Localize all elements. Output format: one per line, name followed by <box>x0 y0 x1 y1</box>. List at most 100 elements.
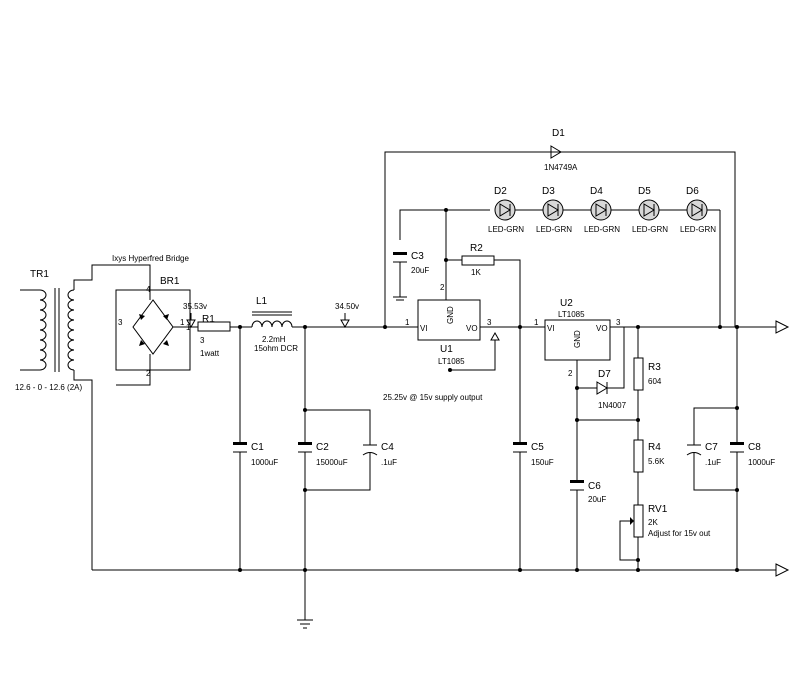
capacitor-c1: C1 1000uF <box>233 327 278 570</box>
u1-vo: VO <box>466 324 478 333</box>
tr1-secondary-coil <box>67 289 75 371</box>
probe-25v: 25.25v @ 15v supply output <box>383 331 500 402</box>
regulator-u1: VI VO GND 1 2 3 U1 LT1085 <box>405 283 492 366</box>
u1-vi: VI <box>420 324 428 333</box>
br1-pin2: 2 <box>146 369 151 378</box>
r4-ref: R4 <box>648 442 661 453</box>
u1-pin2: 2 <box>440 283 445 292</box>
c3-value: 20uF <box>411 266 429 275</box>
d2-part: LED-GRN <box>488 225 524 234</box>
d6-ref: D6 <box>686 186 699 197</box>
c7-value: .1uF <box>705 458 721 467</box>
capacitor-c8: C8 1000uF <box>730 327 775 570</box>
led-chain: D2 LED-GRN D3 LED-GRN D4 LED-GRN D5 LED-… <box>399 186 721 327</box>
d4-ref: D4 <box>590 186 603 197</box>
capacitor-c2: C2 15000uF <box>298 327 348 620</box>
probe-35v-label: 35.53v <box>183 302 207 311</box>
d3-part: LED-GRN <box>536 225 572 234</box>
c5-ref: C5 <box>531 442 544 453</box>
probe-34v-label: 34.50v <box>335 302 359 311</box>
ground-symbol <box>297 619 313 629</box>
u1-gnd: GND <box>446 306 455 324</box>
u1-ref: U1 <box>440 344 453 355</box>
potentiometer-rv1: RV1 2K Adjust for 15v out <box>619 504 711 570</box>
l1-ref: L1 <box>256 296 268 307</box>
u2-vi: VI <box>547 324 555 333</box>
diode-d1: D1 1N4749A <box>384 128 736 327</box>
rv1-value: 2K <box>648 518 658 527</box>
c4-value: .1uF <box>381 458 397 467</box>
r3-value: 604 <box>648 377 662 386</box>
probe-25v-label: 25.25v @ 15v supply output <box>383 393 483 402</box>
led-d5: D5 LED-GRN <box>632 186 668 234</box>
c1-value: 1000uF <box>251 458 278 467</box>
d1-ref: D1 <box>552 128 565 139</box>
u2-vo: VO <box>596 324 608 333</box>
rv1-ref: RV1 <box>648 504 668 515</box>
u1-pin3: 3 <box>487 318 492 327</box>
d5-part: LED-GRN <box>632 225 668 234</box>
capacitor-c7: C7 .1uF <box>686 407 737 491</box>
u2-pin2: 2 <box>568 369 573 378</box>
c5-value: 150uF <box>531 458 554 467</box>
d6-part: LED-GRN <box>680 225 716 234</box>
led-d6: D6 LED-GRN <box>680 186 716 234</box>
d2-ref: D2 <box>494 186 507 197</box>
c6-value: 20uF <box>588 495 606 504</box>
u1-pin1: 1 <box>405 318 410 327</box>
br1-desc: Ixys Hyperfred Bridge <box>112 254 189 263</box>
probe-35v: 35.53v <box>183 302 207 329</box>
transformer-tr1: TR1 12.6 - 0 - 12.6 (2A) <box>15 264 151 570</box>
led-d4: D4 LED-GRN <box>584 186 620 234</box>
c4-ref: C4 <box>381 442 394 453</box>
l1-value: 2.2mH <box>262 335 286 344</box>
c7-ref: C7 <box>705 442 718 453</box>
c2-value: 15000uF <box>316 458 348 467</box>
u2-ref: U2 <box>560 298 573 309</box>
capacitor-c3: C3 20uF <box>393 251 429 301</box>
r1-value: 3 <box>200 336 205 345</box>
resistor-r1: 1 R1 3 1watt <box>186 314 231 358</box>
u2-pin1: 1 <box>534 318 539 327</box>
tr1-ref: TR1 <box>30 269 49 280</box>
r1-pin: 1 <box>186 323 191 332</box>
l1-dcr: 15ohm DCR <box>254 344 298 353</box>
br1-pin1: 1 <box>180 318 185 327</box>
c3-ref: C3 <box>411 251 424 262</box>
r3-ref: R3 <box>648 362 661 373</box>
d5-ref: D5 <box>638 186 651 197</box>
bridge-br1: Ixys Hyperfred Bridge BR1 4 3 1 2 <box>112 254 191 386</box>
r1-ref: R1 <box>202 314 215 325</box>
tr1-rating: 12.6 - 0 - 12.6 (2A) <box>15 383 82 392</box>
capacitor-c6: C6 20uF <box>570 480 606 570</box>
d7-ref: D7 <box>598 369 611 380</box>
u1-part: LT1085 <box>438 357 465 366</box>
capacitor-c5: C5 150uF <box>513 327 554 570</box>
br1-pin3: 3 <box>118 318 123 327</box>
rv1-note: Adjust for 15v out <box>648 529 711 538</box>
diode-d7: D7 1N4007 <box>577 327 627 410</box>
r2-ref: R2 <box>470 243 483 254</box>
br1-pin4: 4 <box>146 285 151 294</box>
d3-ref: D3 <box>542 186 555 197</box>
c2-ref: C2 <box>316 442 329 453</box>
resistor-r3: R3 604 <box>633 327 662 440</box>
c8-value: 1000uF <box>748 458 775 467</box>
r4-value: 5.6K <box>648 457 665 466</box>
u2-part: LT1085 <box>558 310 585 319</box>
inductor-l1: L1 2.2mH 15ohm DCR <box>251 296 298 353</box>
probe-34v: 34.50v <box>335 302 359 329</box>
resistor-r4: R4 5.6K <box>633 439 665 505</box>
u2-pin3: 3 <box>616 318 621 327</box>
resistor-r2: R2 1K <box>446 243 521 327</box>
d4-part: LED-GRN <box>584 225 620 234</box>
led-d2: D2 LED-GRN <box>488 186 524 234</box>
c6-ref: C6 <box>588 481 601 492</box>
br1-ref: BR1 <box>160 276 180 287</box>
junction-dots <box>238 208 739 572</box>
d1-part: 1N4749A <box>544 163 578 172</box>
capacitor-c4: C4 .1uF <box>305 409 397 491</box>
r1-power: 1watt <box>200 349 220 358</box>
c1-ref: C1 <box>251 442 264 453</box>
